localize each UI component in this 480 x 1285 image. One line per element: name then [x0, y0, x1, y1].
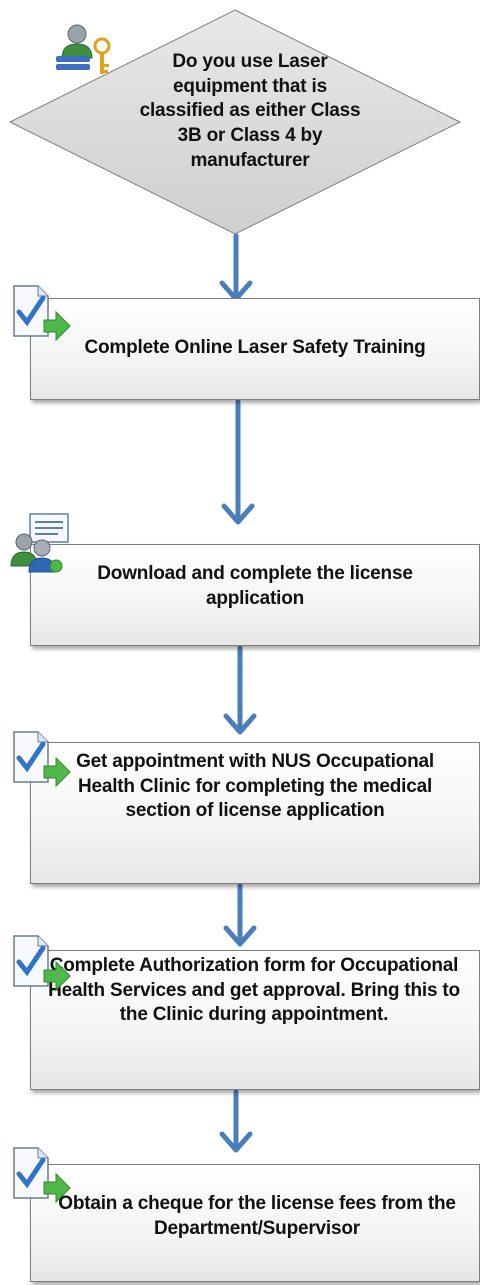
step-1-text: Complete Online Laser Safety Training [84, 337, 426, 358]
step-5-text: Obtain a cheque for the license fees fro… [58, 1193, 456, 1239]
checked-document-arrow-icon [13, 285, 71, 342]
step-2-box [30, 544, 480, 646]
step-5-box [30, 1164, 480, 1282]
users-document-icon [10, 513, 69, 573]
step-2-text: Download and complete the license applic… [97, 563, 413, 609]
step-4-text: Complete Authorization form for Occupati… [48, 955, 460, 1026]
step-3-box [30, 742, 480, 884]
step-4-box [30, 950, 480, 1090]
user-key-icon [56, 24, 111, 74]
step-3-text: Get appointment with NUS Occupational He… [76, 751, 434, 822]
connector-arrowhead-2 [221, 503, 255, 525]
connector-arrowhead-5 [219, 1131, 253, 1153]
connector-arrowhead-3 [223, 713, 257, 735]
checked-document-arrow-icon [13, 731, 71, 788]
checked-document-arrow-icon [13, 1147, 71, 1204]
connector-arrowhead-4 [223, 925, 257, 947]
step-1-box [30, 298, 480, 400]
decision-text: Do you use Laser equipment that is class… [139, 51, 361, 171]
checked-document-arrow-icon [13, 935, 71, 992]
